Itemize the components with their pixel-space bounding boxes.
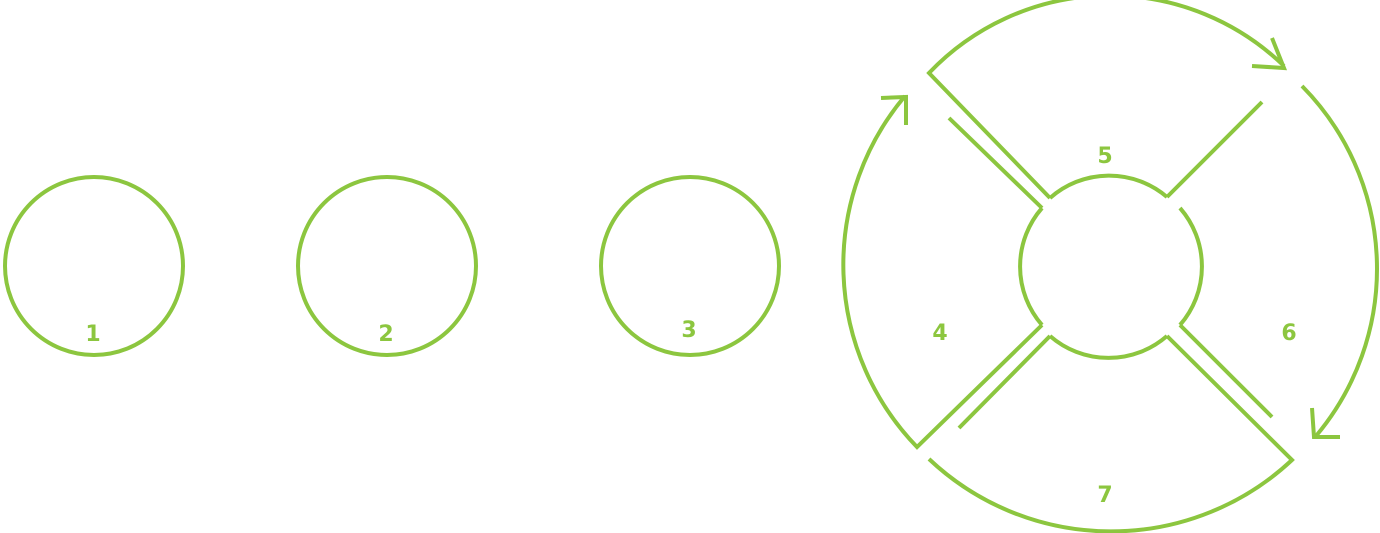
hub-arc-left (1018, 206, 1044, 327)
segment-4-divider (947, 116, 1044, 210)
circle-1 (3, 175, 185, 357)
segment-7-label: 7 (1097, 483, 1112, 508)
circle-3-label: 3 (681, 318, 696, 343)
cycle-diagram: 5 6 7 4 (841, 0, 1379, 533)
arrow-5-head (1251, 37, 1288, 71)
segment-7-outline (927, 334, 1295, 533)
circle-3-group: 3 (599, 175, 781, 357)
arrow-4-head (880, 94, 908, 125)
segment-6-outline (1300, 84, 1379, 438)
segment-6-divider (1178, 323, 1274, 419)
segment-7: 7 (927, 334, 1295, 533)
hub-arc-bottom (1048, 334, 1169, 360)
segment-6-label: 6 (1281, 321, 1296, 346)
hub-circle (1018, 173, 1204, 360)
circle-2-label: 2 (378, 322, 393, 347)
circle-2-group: 2 (296, 175, 478, 357)
segment-6: 6 (1178, 84, 1379, 439)
circle-1-label: 1 (85, 322, 100, 347)
circle-2 (296, 175, 478, 357)
segment-5: 5 (926, 0, 1288, 200)
segment-4-outline (841, 94, 1044, 450)
arrow-6-head (1310, 407, 1340, 439)
circle-3 (599, 175, 781, 357)
segment-5-divider (1165, 100, 1264, 199)
segment-7-divider (957, 334, 1052, 430)
segment-5-label: 5 (1097, 144, 1112, 169)
segment-4: 4 (841, 94, 1044, 450)
segment-5-outline (926, 0, 1286, 200)
segment-4-label: 4 (932, 321, 947, 346)
hub-arc-top (1048, 173, 1169, 200)
circle-1-group: 1 (3, 175, 185, 357)
hub-arc-right (1178, 206, 1204, 327)
